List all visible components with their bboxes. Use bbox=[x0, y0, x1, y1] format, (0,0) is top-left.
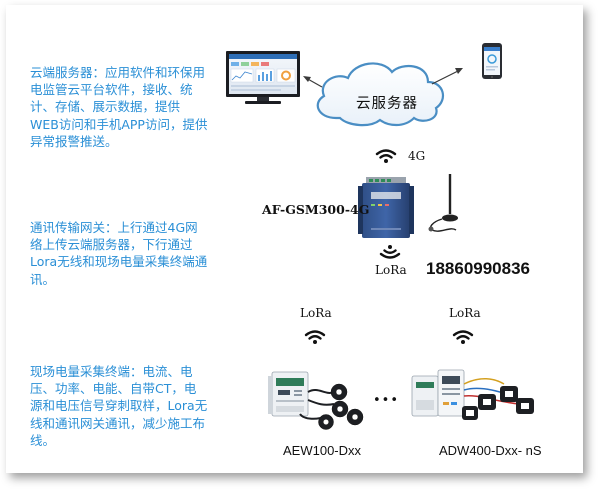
arrow-cloud-to-phone bbox=[431, 69, 461, 85]
meter-device-icon bbox=[411, 369, 465, 417]
gateway-device-icon bbox=[358, 177, 414, 238]
terminal-left-model-label: AEW100-Dxx bbox=[283, 443, 362, 458]
wifi-icon bbox=[304, 330, 326, 344]
phone-number: 18860990836 bbox=[426, 259, 531, 278]
ct-clamp-icon bbox=[299, 383, 364, 430]
uplink-4g-label: 4G bbox=[408, 149, 426, 163]
terminal-description: 现场电量采集终端：电流、电压、功率、电能、自带CT，电源和电压信号穿刺取样，Lo… bbox=[30, 364, 208, 448]
wifi-icon bbox=[452, 330, 474, 344]
arrow-head-monitor bbox=[303, 76, 311, 82]
ellipsis-dots: ••• bbox=[373, 393, 400, 408]
gateway-lora-label: LoRa bbox=[375, 263, 407, 277]
terminal-right-lora-label: LoRa bbox=[449, 306, 481, 320]
cloud-icon bbox=[316, 62, 445, 127]
gateway-model-label: AF-GSM300-4G bbox=[262, 202, 370, 217]
phone-icon bbox=[482, 43, 502, 79]
terminal-left-lora-label: LoRa bbox=[300, 306, 332, 320]
antenna-icon bbox=[428, 174, 458, 232]
wifi-icon bbox=[375, 149, 397, 163]
wifi-icon bbox=[379, 245, 401, 259]
cloud-label: 云服务器 bbox=[356, 96, 418, 112]
cloud-server-description: 云端服务器：应用软件和环保用电监管云平台软件，接收、统计、存储、展示数据，提供W… bbox=[30, 65, 208, 149]
ct-clamp-icon bbox=[462, 378, 534, 420]
arrow-head-phone bbox=[455, 68, 463, 74]
monitor-icon bbox=[226, 51, 300, 104]
meter-device-icon bbox=[268, 371, 309, 417]
terminal-right-model-label: ADW400-Dxx- nS bbox=[439, 443, 542, 458]
gateway-description: 通讯传输网关：上行通过4G网络上传云端服务器，下行通过Lora无线和现场电量采集… bbox=[30, 220, 208, 287]
